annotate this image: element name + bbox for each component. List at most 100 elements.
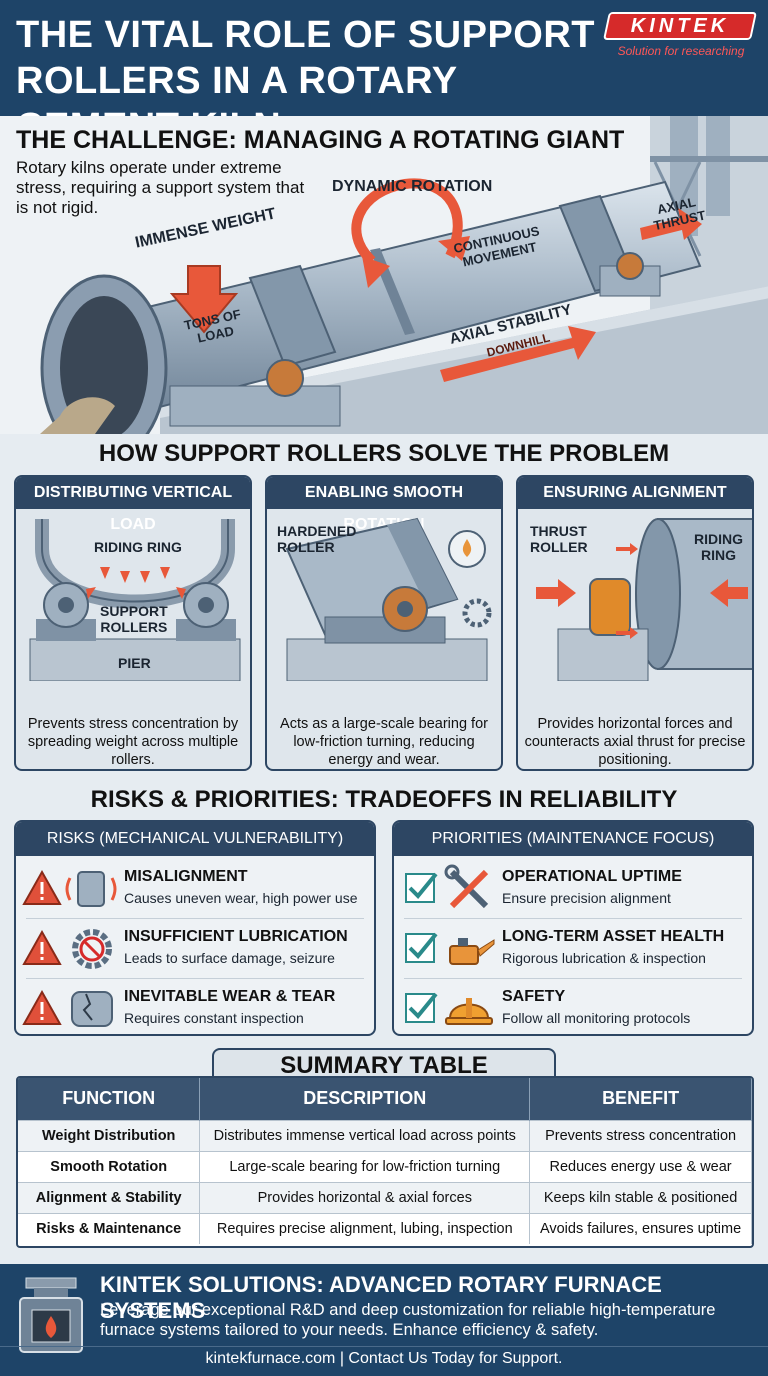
priority-name: OPERATIONAL UPTIME xyxy=(502,868,682,885)
footer-description: Leverage our exceptional R&D and deep cu… xyxy=(100,1301,716,1339)
table-row: Alignment & Stability Provides horizonta… xyxy=(18,1181,752,1213)
summary-table-container: FUNCTION DESCRIPTION BENEFIT Weight Dist… xyxy=(16,1076,754,1248)
thrust-roller-illustration xyxy=(536,518,752,681)
row-divider xyxy=(404,978,742,979)
risk-item: INEVITABLE WEAR & TEAR Requires constant… xyxy=(16,980,374,1034)
checkbox-check-icon xyxy=(405,932,438,963)
row-divider xyxy=(404,918,742,919)
checkbox-check-icon xyxy=(405,872,438,903)
card-distributing-vertical-load: DISTRIBUTING VERTICAL LOAD RIDING RING S… xyxy=(14,475,252,771)
furnace-icon xyxy=(19,1277,83,1353)
cell-description: Requires precise alignment, lubing, insp… xyxy=(199,1212,531,1244)
card-ensuring-alignment: ENSURING ALIGNMENT THRUST ROLLER RIDING … xyxy=(516,475,754,771)
challenge-title: THE CHALLENGE: MANAGING A ROTATING GIANT xyxy=(16,126,625,154)
cell-description: Large-scale bearing for low-friction tur… xyxy=(199,1150,531,1182)
cell-benefit: Prevents stress concentration xyxy=(529,1119,752,1151)
label-thrust-roller-line1: THRUST xyxy=(530,523,587,539)
priority-detail: Ensure precision alignment xyxy=(502,890,671,906)
priority-item: OPERATIONAL UPTIME Ensure precision alig… xyxy=(394,860,752,918)
row-divider xyxy=(26,918,364,919)
label-dynamic-rotation: DYNAMIC ROTATION xyxy=(332,178,493,195)
label-riding-ring: RIDING RING xyxy=(94,539,182,555)
card-title: DISTRIBUTING VERTICAL LOAD xyxy=(16,477,250,533)
hard-hat-icon xyxy=(445,998,493,1025)
riding-ring-rollers-illustration xyxy=(29,519,241,681)
risk-name: INEVITABLE WEAR & TEAR xyxy=(124,988,336,1005)
risk-detail: Leads to surface damage, seizure xyxy=(124,950,335,966)
header-banner: THE VITAL ROLE OF SUPPORT ROLLERS IN A R… xyxy=(0,0,768,148)
table-row: Risks & Maintenance Requires precise ali… xyxy=(18,1212,752,1244)
label-support-rollers-line2: ROLLERS xyxy=(100,619,168,635)
risk-item: INSUFFICIENT LUBRICATION Leads to surfac… xyxy=(16,920,374,978)
warning-icon xyxy=(22,989,62,1025)
cracked-roller-icon xyxy=(71,991,113,1027)
kintek-logo-tagline: Solution for researching xyxy=(617,44,745,58)
footer-title: KINTEK SOLUTIONS: ADVANCED ROTARY FURNAC… xyxy=(100,1272,662,1323)
cell-benefit: Reduces energy use & wear xyxy=(529,1150,752,1182)
card-title: ENSURING ALIGNMENT xyxy=(518,477,752,509)
challenge-hero: THE CHALLENGE: MANAGING A ROTATING GIANT… xyxy=(0,116,768,434)
header-function: FUNCTION xyxy=(18,1078,201,1120)
card-illustration: THRUST ROLLER RIDING RING xyxy=(518,509,752,681)
risk-item: MISALIGNMENT Causes uneven wear, high po… xyxy=(16,860,374,918)
label-thrust-roller: THRUST ROLLER xyxy=(530,523,588,555)
header-benefit: BENEFIT xyxy=(529,1078,752,1120)
challenge-description: Rotary kilns operate under extreme stres… xyxy=(16,158,305,217)
risks-panel-title: RISKS (MECHANICAL VULNERABILITY) xyxy=(16,822,374,856)
card-enabling-smooth-rotation: ENABLING SMOOTH ROTATION HARDENED ROLLER… xyxy=(265,475,503,771)
hardened-roller-illustration xyxy=(285,517,492,681)
card-description: Prevents stress concentration by spreadi… xyxy=(27,716,239,768)
checkbox-check-icon xyxy=(405,992,438,1023)
priorities-panel-title: PRIORITIES (MAINTENANCE FOCUS) xyxy=(394,822,752,856)
rotary-kiln-illustration xyxy=(40,116,768,434)
warning-icon xyxy=(22,929,62,965)
kintek-logo-text: KINTEK xyxy=(630,15,730,37)
cell-description: Provides horizontal & axial forces xyxy=(199,1181,531,1213)
footer-contact-link[interactable]: kintekfurnace.com | Contact Us Today for… xyxy=(205,1350,563,1367)
label-thrust-roller-line2: ROLLER xyxy=(530,539,588,555)
table-row: Weight Distribution Distributes immense … xyxy=(18,1119,752,1151)
card-title: ENABLING SMOOTH ROTATION xyxy=(267,477,501,533)
card-description: Provides horizontal forces and counterac… xyxy=(524,716,746,768)
risk-detail: Causes uneven wear, high power use xyxy=(124,890,358,906)
priority-name: SAFETY xyxy=(502,988,566,1005)
roller-misalignment-icon xyxy=(65,871,117,907)
priority-detail: Follow all monitoring protocols xyxy=(502,1010,691,1026)
priority-detail: Rigorous lubrication & inspection xyxy=(502,950,706,966)
wrench-screwdriver-icon xyxy=(444,864,489,909)
cell-function: Weight Distribution xyxy=(18,1119,201,1151)
solution-section-title: HOW SUPPORT ROLLERS SOLVE THE PROBLEM xyxy=(98,440,670,467)
cell-function: Alignment & Stability xyxy=(18,1181,201,1213)
footer-banner: KINTEK SOLUTIONS: ADVANCED ROTARY FURNAC… xyxy=(0,1264,768,1376)
page-title-line1: THE VITAL ROLE OF SUPPORT xyxy=(16,14,596,56)
no-lubrication-gear-icon xyxy=(72,929,112,969)
row-divider xyxy=(26,978,364,979)
label-riding-ring-line1: RIDING xyxy=(694,531,743,547)
cell-function: Risks & Maintenance xyxy=(18,1212,201,1244)
priority-item: LONG-TERM ASSET HEALTH Rigorous lubricat… xyxy=(394,920,752,978)
page-title: THE VITAL ROLE OF SUPPORT ROLLERS IN A R… xyxy=(16,12,616,150)
label-riding-ring-line2: RING xyxy=(701,547,736,563)
risk-name: MISALIGNMENT xyxy=(124,868,248,885)
label-hardened-roller-line1: HARDENED xyxy=(277,523,357,539)
card-description: Acts as a large-scale bearing for low-fr… xyxy=(280,716,488,768)
label-hardened-roller-line2: ROLLER xyxy=(277,539,335,555)
priority-name: LONG-TERM ASSET HEALTH xyxy=(502,928,725,945)
cell-benefit: Keeps kiln stable & positioned xyxy=(529,1181,752,1213)
label-support-rollers-line1: SUPPORT xyxy=(100,603,168,619)
risks-panel: RISKS (MECHANICAL VULNERABILITY) MISALIG… xyxy=(14,820,376,1036)
priorities-panel: PRIORITIES (MAINTENANCE FOCUS) OPERATION… xyxy=(392,820,754,1036)
table-row: Smooth Rotation Large-scale bearing for … xyxy=(18,1150,752,1182)
risk-detail: Requires constant inspection xyxy=(124,1010,304,1026)
cell-description: Distributes immense vertical load across… xyxy=(199,1119,531,1151)
card-illustration: RIDING RING SUPPORT ROLLERS PIER xyxy=(16,509,250,681)
cell-benefit: Avoids failures, ensures uptime xyxy=(529,1212,752,1244)
summary-table: FUNCTION DESCRIPTION BENEFIT Weight Dist… xyxy=(18,1078,752,1244)
label-hardened-roller: HARDENED ROLLER xyxy=(277,523,356,555)
cell-function: Smooth Rotation xyxy=(18,1150,201,1182)
risks-priorities-title: RISKS & PRIORITIES: TRADEOFFS IN RELIABI… xyxy=(90,786,678,813)
summary-title: SUMMARY TABLE xyxy=(280,1052,488,1079)
card-illustration: HARDENED ROLLER xyxy=(267,509,501,681)
oil-can-icon xyxy=(449,938,495,965)
header-description: DESCRIPTION xyxy=(199,1078,531,1120)
